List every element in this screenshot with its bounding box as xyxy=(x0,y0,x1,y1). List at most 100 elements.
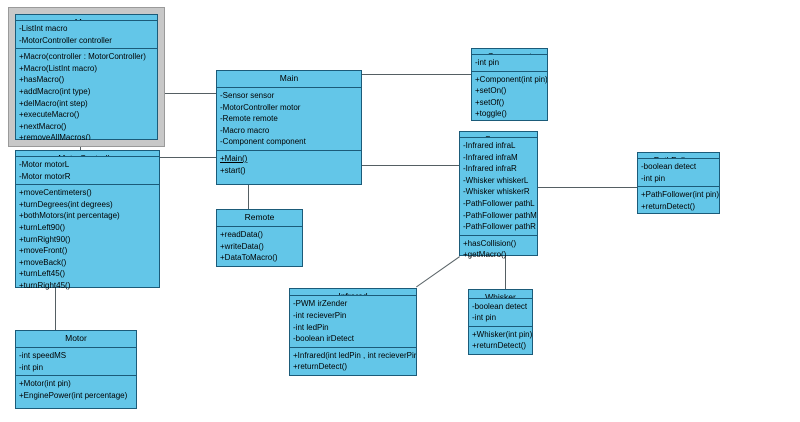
attribute: -MotorController controller xyxy=(19,35,112,45)
attribute: -Whisker whiskerL xyxy=(463,175,529,185)
edge-main-component[interactable] xyxy=(362,74,472,75)
operation: +turnDegrees(int degrees) xyxy=(19,199,113,209)
class-attributes-pathfollower: -boolean detect -int pin xyxy=(638,159,719,188)
edge-sensor-whisker[interactable] xyxy=(505,256,506,290)
class-box-motor[interactable]: Motor -int speedMS -int pin +Motor(int p… xyxy=(15,330,137,409)
class-operations-whisker: +Whisker(int pin) +returnDetect() xyxy=(469,327,532,354)
operation: +hasCollision() xyxy=(463,238,517,248)
operation: +bothMotors(int percentage) xyxy=(19,211,120,221)
class-attributes-infrared: -PWM irZender -int recieverPin -int ledP… xyxy=(290,296,416,348)
class-name-component: Component xyxy=(472,49,547,55)
attribute: -Infrared infraM xyxy=(463,152,518,162)
operation: +Macro(ListInt macro) xyxy=(19,63,98,73)
class-name-motorcontroller: MotorController xyxy=(16,151,159,157)
operation: +returnDetect() xyxy=(641,201,696,211)
class-box-motorcontroller[interactable]: MotorController -Motor motorL -Motor mot… xyxy=(15,150,160,290)
class-operations-infrared: +Infrared(int ledPin , int recieverPin) … xyxy=(290,348,416,375)
operation: +setOn() xyxy=(475,86,507,96)
class-box-main[interactable]: Main -Sensor sensor -MotorController mot… xyxy=(216,70,362,185)
edge-main-sensor[interactable] xyxy=(362,165,460,166)
attribute: -Motor motorR xyxy=(19,171,71,181)
operation: +returnDetect() xyxy=(293,362,348,372)
class-box-pathfollower[interactable]: PathFollower -boolean detect -int pin +P… xyxy=(637,152,720,214)
class-operations-motorcontroller: +moveCentimeters() +turnDegrees(int degr… xyxy=(16,185,159,293)
class-attributes-component: -int pin xyxy=(472,55,547,72)
operation: +DataToMacro() xyxy=(220,253,278,263)
edge-macro-motorcontroller[interactable] xyxy=(80,140,81,154)
attribute: -Infrared infraL xyxy=(463,141,516,150)
attribute: -int pin xyxy=(19,362,44,372)
operation: +turnRight90() xyxy=(19,234,71,244)
operation: +Main() xyxy=(220,153,248,163)
operation: +addMacro(int type) xyxy=(19,86,91,96)
operation: +moveCentimeters() xyxy=(19,188,92,198)
class-box-sensor[interactable]: Sensor -Infrared infraL -Infrared infraM… xyxy=(459,131,538,259)
attribute: -Whisker whiskerR xyxy=(463,187,530,197)
edge-main-remote[interactable] xyxy=(248,184,249,210)
operation: +turnRight45() xyxy=(19,280,71,290)
edge-motorcontroller-motor[interactable] xyxy=(55,287,56,332)
edge-motorcontroller-main[interactable] xyxy=(158,157,216,158)
operation: +turnLeft45() xyxy=(19,269,66,279)
class-attributes-whisker: -boolean detect -int pin xyxy=(469,299,532,327)
edge-sensor-pathfollower[interactable] xyxy=(537,187,637,188)
class-operations-macro: +Macro(controller : MotorController) +Ma… xyxy=(16,49,157,146)
class-operations-main: +Main() +start() xyxy=(217,151,361,184)
class-box-component[interactable]: Component -int pin +Component(int pin) +… xyxy=(471,48,548,121)
operation: +setOf() xyxy=(475,97,505,107)
class-name-macro: Macro xyxy=(16,15,157,21)
class-name-whisker: Whisker xyxy=(469,290,532,299)
class-name-remote: Remote xyxy=(217,210,302,227)
class-name-main: Main xyxy=(217,71,361,88)
attribute: -Remote remote xyxy=(220,114,278,124)
attribute: -int recieverPin xyxy=(293,311,347,321)
operation: +toggle() xyxy=(475,109,507,119)
operation: +Macro(controller : MotorController) xyxy=(19,52,146,62)
class-name-infrared: Infrared xyxy=(290,289,416,297)
operation: +start() xyxy=(220,165,246,175)
attribute: -Motor motorL xyxy=(19,160,70,169)
class-box-remote[interactable]: Remote +readData() +writeData() +DataToM… xyxy=(216,209,303,267)
class-name-sensor: Sensor xyxy=(460,132,537,138)
operation: +removeAllMacros() xyxy=(19,133,91,143)
attribute: -Infrared infraR xyxy=(463,164,517,174)
class-box-infrared[interactable]: Infrared -PWM irZender -int recieverPin … xyxy=(289,288,417,376)
class-box-whisker[interactable]: Whisker -boolean detect -int pin +Whiske… xyxy=(468,289,533,355)
class-name-pathfollower: PathFollower xyxy=(638,153,719,159)
attribute: -int pin xyxy=(472,313,497,323)
attribute: -int pin xyxy=(475,58,500,67)
class-operations-sensor: +hasCollision() +getMacro() xyxy=(460,236,537,263)
operation: +Component(int pin) xyxy=(475,74,547,84)
attribute: -PathFollower pathR xyxy=(463,222,536,232)
operation: +readData() xyxy=(220,230,263,239)
attribute: -boolean irDetect xyxy=(293,334,354,344)
operation: +executeMacro() xyxy=(19,110,80,120)
edge-sensor-infrared[interactable] xyxy=(416,256,460,288)
class-operations-motor: +Motor(int pin) +EnginePower(int percent… xyxy=(16,376,136,408)
attribute: -int ledPin xyxy=(293,322,329,332)
class-operations-component: +Component(int pin) +setOn() +setOf() +t… xyxy=(472,72,547,122)
class-attributes-sensor: -Infrared infraL -Infrared infraM -Infra… xyxy=(460,138,537,236)
attribute: -boolean detect xyxy=(472,301,528,311)
class-attributes-main: -Sensor sensor -MotorController motor -R… xyxy=(217,88,361,151)
operation: +delMacro(int step) xyxy=(19,98,88,108)
class-attributes-macro: -ListInt macro -MotorController controll… xyxy=(16,21,157,50)
operation: +moveFront() xyxy=(19,246,68,256)
operation: +moveBack() xyxy=(19,257,67,267)
operation: +returnDetect() xyxy=(472,341,527,351)
attribute: -Macro macro xyxy=(220,125,270,135)
operation: +PathFollower(int pin) xyxy=(641,190,719,200)
operation: +hasMacro() xyxy=(19,75,65,85)
class-operations-pathfollower: +PathFollower(int pin) +returnDetect() xyxy=(638,187,719,214)
class-box-macro[interactable]: Macro -ListInt macro -MotorController co… xyxy=(9,8,164,146)
operation: +turnLeft90() xyxy=(19,222,66,232)
attribute: -PathFollower pathM xyxy=(463,210,537,220)
edge-macro-main[interactable] xyxy=(158,93,216,94)
attribute: -ListInt macro xyxy=(19,24,68,33)
operation: +writeData() xyxy=(220,241,264,251)
attribute: -MotorController motor xyxy=(220,102,301,112)
class-operations-remote: +readData() +writeData() +DataToMacro() xyxy=(217,227,302,266)
class-name-motor: Motor xyxy=(16,331,136,348)
attribute: -PathFollower pathL xyxy=(463,198,535,208)
